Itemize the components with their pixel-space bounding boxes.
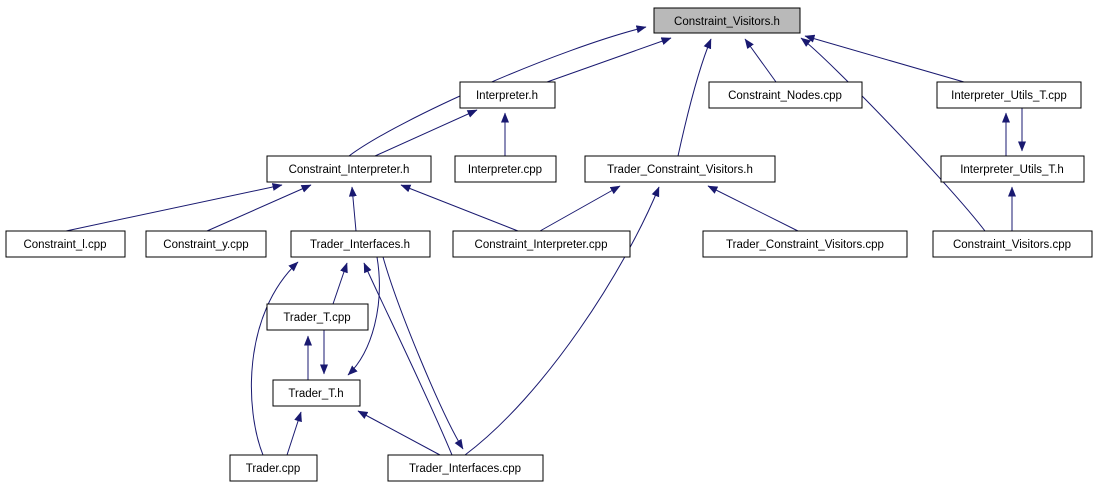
edge-constraint-nodes-cpp-to-constraint-visitors-h: [744, 38, 777, 83]
node-interpreter-utils-t-cpp[interactable]: Interpreter_Utils_T.cpp: [936, 81, 1082, 109]
node-box[interactable]: [266, 155, 432, 183]
node-label: Constraint_Visitors.h: [674, 16, 780, 28]
edge-interpreter-h-to-constraint-visitors-h: [546, 37, 672, 83]
node-box[interactable]: [936, 81, 1082, 109]
edge-constraint-interpreter-h-to-interpreter-h: [374, 109, 478, 157]
node-label: Constraint_Nodes.cpp: [728, 90, 842, 102]
edge-trader-cpp-to-trader-t-h: [286, 411, 302, 456]
node-box[interactable]: [459, 81, 556, 109]
node-box[interactable]: [145, 230, 267, 258]
node-interpreter-cpp[interactable]: Interpreter.cpp: [454, 155, 557, 183]
node-label: Constraint_Interpreter.h: [289, 164, 410, 176]
node-box[interactable]: [290, 230, 431, 258]
node-constraint-l-cpp[interactable]: Constraint_l.cpp: [5, 230, 126, 258]
edge-trader-constraint-visitors-cpp-to-trader-constraint-visitors-h: [707, 185, 799, 232]
node-box[interactable]: [266, 303, 369, 331]
node-label: Trader.cpp: [246, 463, 301, 475]
node-box[interactable]: [452, 230, 631, 258]
node-constraint-interpreter-cpp[interactable]: Constraint_Interpreter.cpp: [452, 230, 631, 258]
node-label: Interpreter_Utils_T.cpp: [951, 90, 1067, 102]
edge-constraint-y-cpp-to-constraint-interpreter-h: [206, 184, 312, 232]
node-label: Interpreter_Utils_T.h: [960, 164, 1064, 176]
node-trader-cpp[interactable]: Trader.cpp: [229, 454, 318, 482]
node-box[interactable]: [387, 454, 544, 482]
edge-trader-interfaces-h-to-constraint-interpreter-h: [348, 186, 357, 232]
edge-constraint-interpreter-cpp-to-trader-constraint-visitors-h: [539, 185, 621, 232]
node-label: Trader_Constraint_Visitors.cpp: [726, 239, 884, 251]
edge-constraint-visitors-cpp-to-constraint-visitors-h: [800, 37, 986, 232]
edge-interpreter-utils-t-cpp-to-constraint-visitors-h: [804, 34, 965, 83]
edge-trader-interfaces-h-to-trader-interfaces-cpp: [382, 256, 464, 450]
node-box[interactable]: [932, 230, 1093, 258]
edge-trader-interfaces-cpp-to-trader-interfaces-h: [363, 262, 453, 456]
node-label: Constraint_Visitors.cpp: [953, 239, 1071, 251]
node-label: Trader_Constraint_Visitors.h: [607, 164, 753, 176]
node-trader-constraint-visitors-h[interactable]: Trader_Constraint_Visitors.h: [584, 155, 776, 183]
node-box[interactable]: [702, 230, 908, 258]
node-label: Constraint_Interpreter.cpp: [475, 239, 608, 251]
edge-constraint-l-cpp-to-constraint-interpreter-h: [65, 183, 283, 232]
node-trader-interfaces-h[interactable]: Trader_Interfaces.h: [290, 230, 431, 258]
node-trader-interfaces-cpp[interactable]: Trader_Interfaces.cpp: [387, 454, 544, 482]
node-layer: Constraint_Visitors.h Interpreter.h Cons…: [5, 7, 1093, 482]
edge-trader-interfaces-h-to-trader-t-h: [347, 256, 380, 376]
node-box[interactable]: [229, 454, 318, 482]
node-label: Interpreter.cpp: [468, 164, 542, 176]
edge-trader-interfaces-cpp-to-trader-t-h: [357, 410, 441, 456]
node-constraint-interpreter-h[interactable]: Constraint_Interpreter.h: [266, 155, 432, 183]
node-trader-t-h[interactable]: Trader_T.h: [272, 379, 361, 407]
node-box[interactable]: [5, 230, 126, 258]
edge-trader-t-cpp-to-trader-interfaces-h: [332, 262, 348, 305]
node-label: Constraint_l.cpp: [23, 239, 106, 251]
edge-constraint-interpreter-cpp-to-constraint-interpreter-h: [400, 184, 519, 232]
node-label: Constraint_y.cpp: [163, 239, 248, 251]
node-interpreter-h[interactable]: Interpreter.h: [459, 81, 556, 109]
node-constraint-visitors-cpp[interactable]: Constraint_Visitors.cpp: [932, 230, 1093, 258]
edge-trader-interfaces-cpp-to-trader-constraint-visitors-h: [464, 186, 660, 456]
node-box[interactable]: [584, 155, 776, 183]
node-label: Trader_T.h: [288, 388, 343, 400]
node-trader-t-cpp[interactable]: Trader_T.cpp: [266, 303, 369, 331]
node-label: Interpreter.h: [476, 90, 538, 102]
node-trader-constraint-visitors-cpp[interactable]: Trader_Constraint_Visitors.cpp: [702, 230, 908, 258]
node-interpreter-utils-t-h[interactable]: Interpreter_Utils_T.h: [940, 155, 1085, 183]
node-box[interactable]: [272, 379, 361, 407]
node-box[interactable]: [708, 81, 863, 109]
node-constraint-nodes-cpp[interactable]: Constraint_Nodes.cpp: [708, 81, 863, 109]
node-constraint-y-cpp[interactable]: Constraint_y.cpp: [145, 230, 267, 258]
node-label: Trader_Interfaces.h: [310, 239, 410, 251]
node-box[interactable]: [653, 7, 801, 34]
node-box[interactable]: [454, 155, 557, 183]
edge-trader-cpp-to-trader-interfaces-h: [250, 261, 299, 456]
node-constraint-visitors-h[interactable]: Constraint_Visitors.h: [653, 7, 801, 34]
edge-trader-constraint-visitors-h-to-constraint-visitors-h: [677, 38, 712, 157]
node-box[interactable]: [940, 155, 1085, 183]
node-label: Trader_T.cpp: [283, 312, 350, 324]
edge-layer: [65, 25, 1026, 456]
node-label: Trader_Interfaces.cpp: [409, 463, 521, 475]
